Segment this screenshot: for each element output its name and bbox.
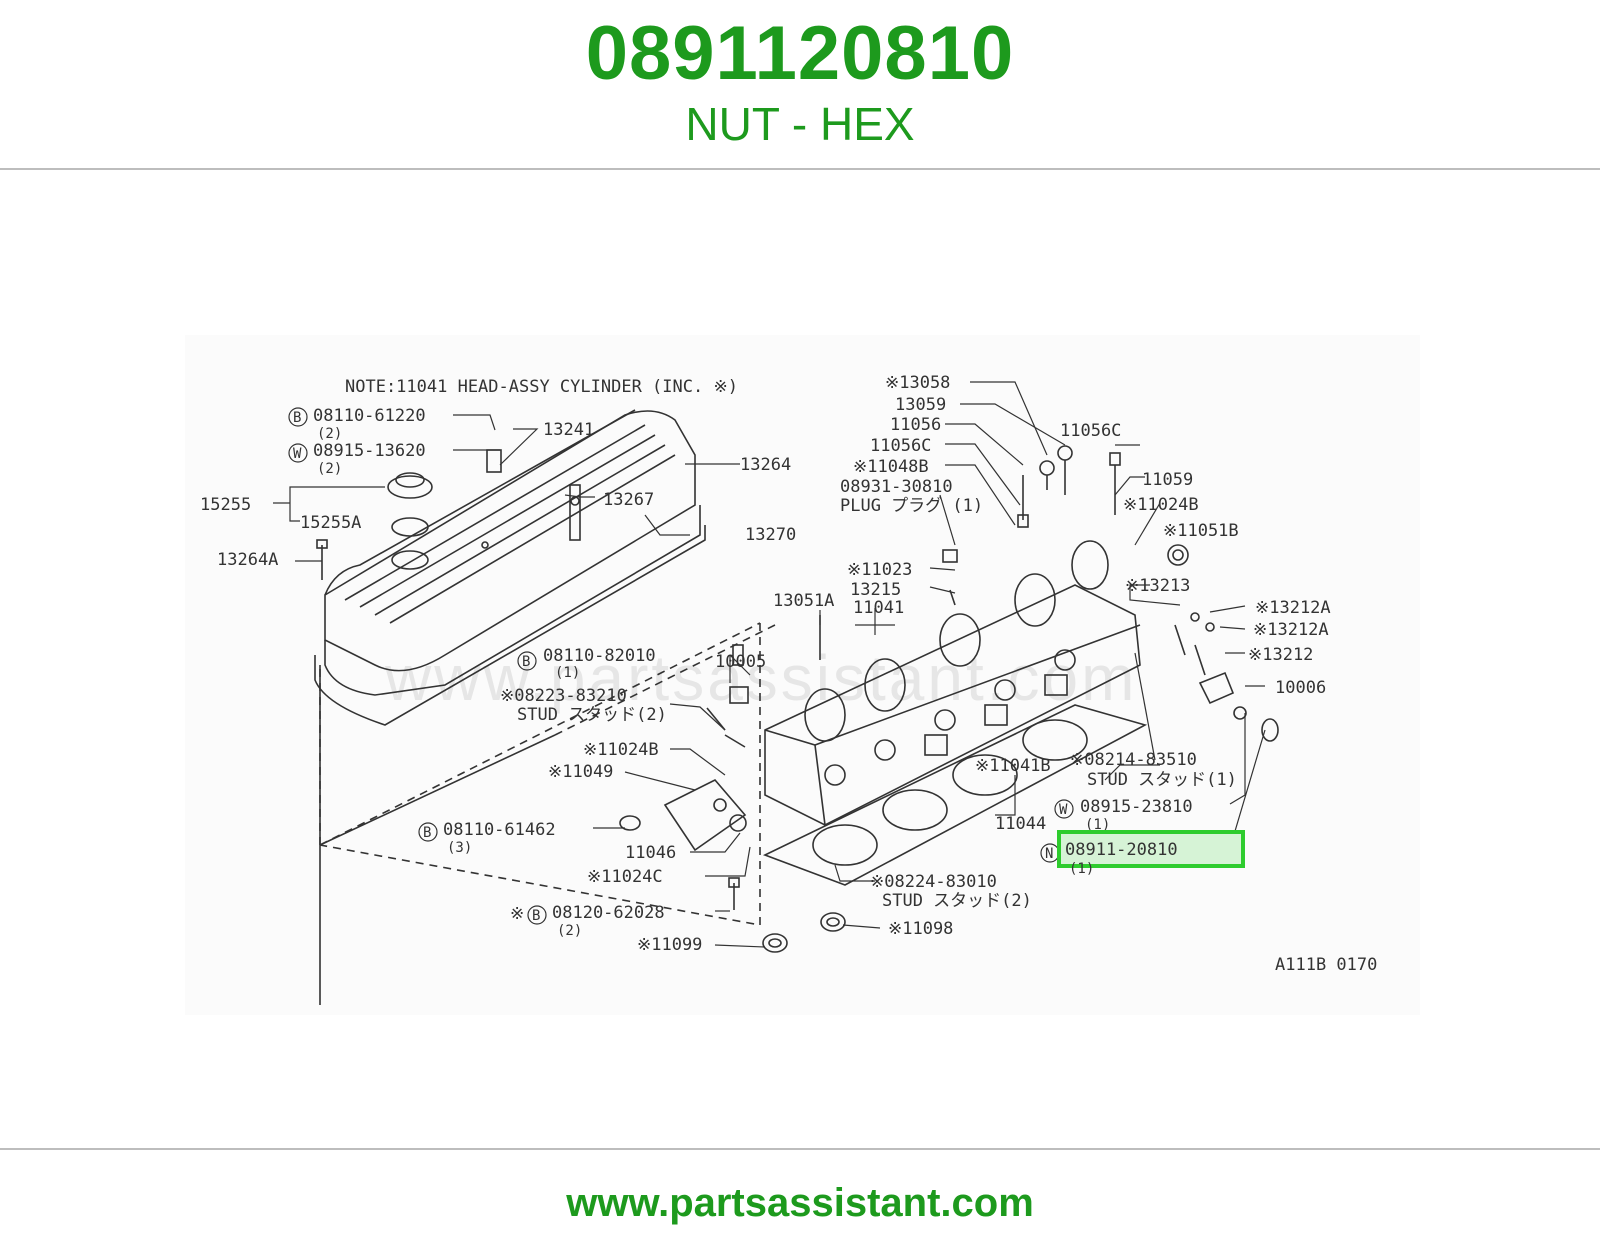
label-stud-2b: STUD スタッド(2) — [882, 891, 1032, 911]
label-08915-23810: 08915-23810 — [1080, 797, 1193, 817]
label-11056C-a: 11056C — [870, 436, 931, 456]
label-13213: ※13213 — [1125, 576, 1190, 596]
label-11044: 11044 — [995, 814, 1046, 834]
circled-b-08110-61462: B — [418, 822, 438, 842]
rocker-cover-drawing — [314, 409, 776, 1005]
label-11051B: ※11051B — [1163, 521, 1239, 541]
label-qty-2a: (2) — [317, 426, 342, 442]
footer-url[interactable]: www.partsassistant.com — [566, 1181, 1034, 1225]
label-11041B: ※11041B — [975, 756, 1051, 776]
label-11024C: ※11024C — [587, 867, 663, 887]
label-13058: ※13058 — [885, 373, 950, 393]
label-08931-30810: 08931-30810 — [840, 477, 953, 497]
label-11046: 11046 — [625, 843, 676, 863]
part-name: NUT - HEX — [685, 98, 915, 150]
diagram-reference-code: A111B 0170 — [1275, 955, 1377, 975]
circled-w-08915-23810: W — [1054, 799, 1074, 819]
highlight-box — [1057, 830, 1245, 868]
label-15255A: 15255A — [300, 513, 361, 533]
label-11024B-b: ※11024B — [583, 740, 659, 760]
label-stud-2a: STUD スタッド(2) — [517, 705, 667, 725]
label-13270: 13270 — [745, 525, 796, 545]
label-11059: 11059 — [1142, 470, 1193, 490]
header-divider — [0, 168, 1600, 170]
part-labels: ※13058 13059 11056 11056C 11056C ※11048B… — [200, 373, 1377, 975]
highlighted-part-label: 08911-20810 — [1065, 840, 1178, 860]
label-11056C-b: 11056C — [1060, 421, 1121, 441]
highlighted-part-qty: (1) — [1069, 861, 1094, 877]
label-11024B-a: ※11024B — [1123, 495, 1199, 515]
label-08224-83010: ※08224-83010 — [870, 872, 997, 892]
label-13267: 13267 — [603, 490, 654, 510]
label-13215: 13215 — [850, 580, 901, 600]
label-08223-83210: ※08223-83210 — [500, 686, 627, 706]
part-number: 0891120810 — [585, 11, 1015, 96]
label-11048B: ※11048B — [853, 457, 929, 477]
label-qty-2b: (2) — [317, 461, 342, 477]
cylinder-head-drawing — [619, 445, 1279, 953]
diagram-note: NOTE:11041 HEAD-ASSY CYLINDER (INC. ※) — [345, 377, 738, 397]
footer-divider — [0, 1148, 1600, 1150]
label-08120-62028: 08120-62028 — [552, 903, 665, 923]
circled-letter-b: B — [293, 410, 301, 426]
label-13212: ※13212 — [1248, 645, 1313, 665]
exploded-parts-diagram: www.partsassistant.com NOTE:11041 HEAD-A… — [185, 335, 1420, 1015]
circled-b-08110-82010: B — [517, 651, 537, 671]
label-08110-82010: 08110-82010 — [543, 646, 656, 666]
label-11049: ※11049 — [548, 762, 613, 782]
page-header: 0891120810 NUT - HEX — [0, 0, 1600, 168]
circled-letter-b: B — [532, 908, 540, 924]
label-qty-3: (3) — [447, 840, 472, 856]
label-08915-13620: 08915-13620 — [313, 441, 426, 461]
circled-letter-w: W — [1059, 802, 1068, 818]
highlighted-part-callout[interactable]: N 08911-20810 (1) — [1040, 830, 1245, 877]
label-13051A: 13051A — [773, 591, 834, 611]
circled-letter-n: N — [1045, 846, 1053, 862]
label-qty-2c: (2) — [557, 923, 582, 939]
label-13059: 13059 — [895, 395, 946, 415]
label-08110-61220: 08110-61220 — [313, 406, 426, 426]
label-13212A-b: ※13212A — [1253, 620, 1329, 640]
label-11041: 11041 — [853, 598, 904, 618]
label-10006: 10006 — [1275, 678, 1326, 698]
label-10005: 10005 — [715, 652, 766, 672]
label-qty-1b: (1) — [1085, 817, 1110, 833]
label-qty-1a: (1) — [555, 665, 580, 681]
label-11056: 11056 — [890, 415, 941, 435]
label-13212A-a: ※13212A — [1255, 598, 1331, 618]
label-13264: 13264 — [740, 455, 791, 475]
label-15255: 15255 — [200, 495, 251, 515]
circled-letter-w: W — [293, 446, 302, 462]
label-13264A: 13264A — [217, 550, 278, 570]
label-11099: ※11099 — [637, 935, 702, 955]
circled-b-08110-61220: B — [288, 407, 308, 427]
label-08110-61462: 08110-61462 — [443, 820, 556, 840]
label-plug: PLUG プラグ (1) — [840, 496, 983, 516]
circled-letter-b: B — [522, 654, 530, 670]
circled-letter-b: B — [423, 825, 431, 841]
circled-w-08915-13620: W — [288, 443, 308, 463]
label-stud-1: STUD スタッド(1) — [1087, 770, 1237, 790]
label-11023: ※11023 — [847, 560, 912, 580]
label-11098: ※11098 — [888, 919, 953, 939]
circled-b-08120-62028: B — [527, 905, 547, 925]
label-ref-star: ※ — [510, 904, 524, 924]
label-13241: 13241 — [543, 420, 594, 440]
label-08214-83510: ※08214-83510 — [1070, 750, 1197, 770]
